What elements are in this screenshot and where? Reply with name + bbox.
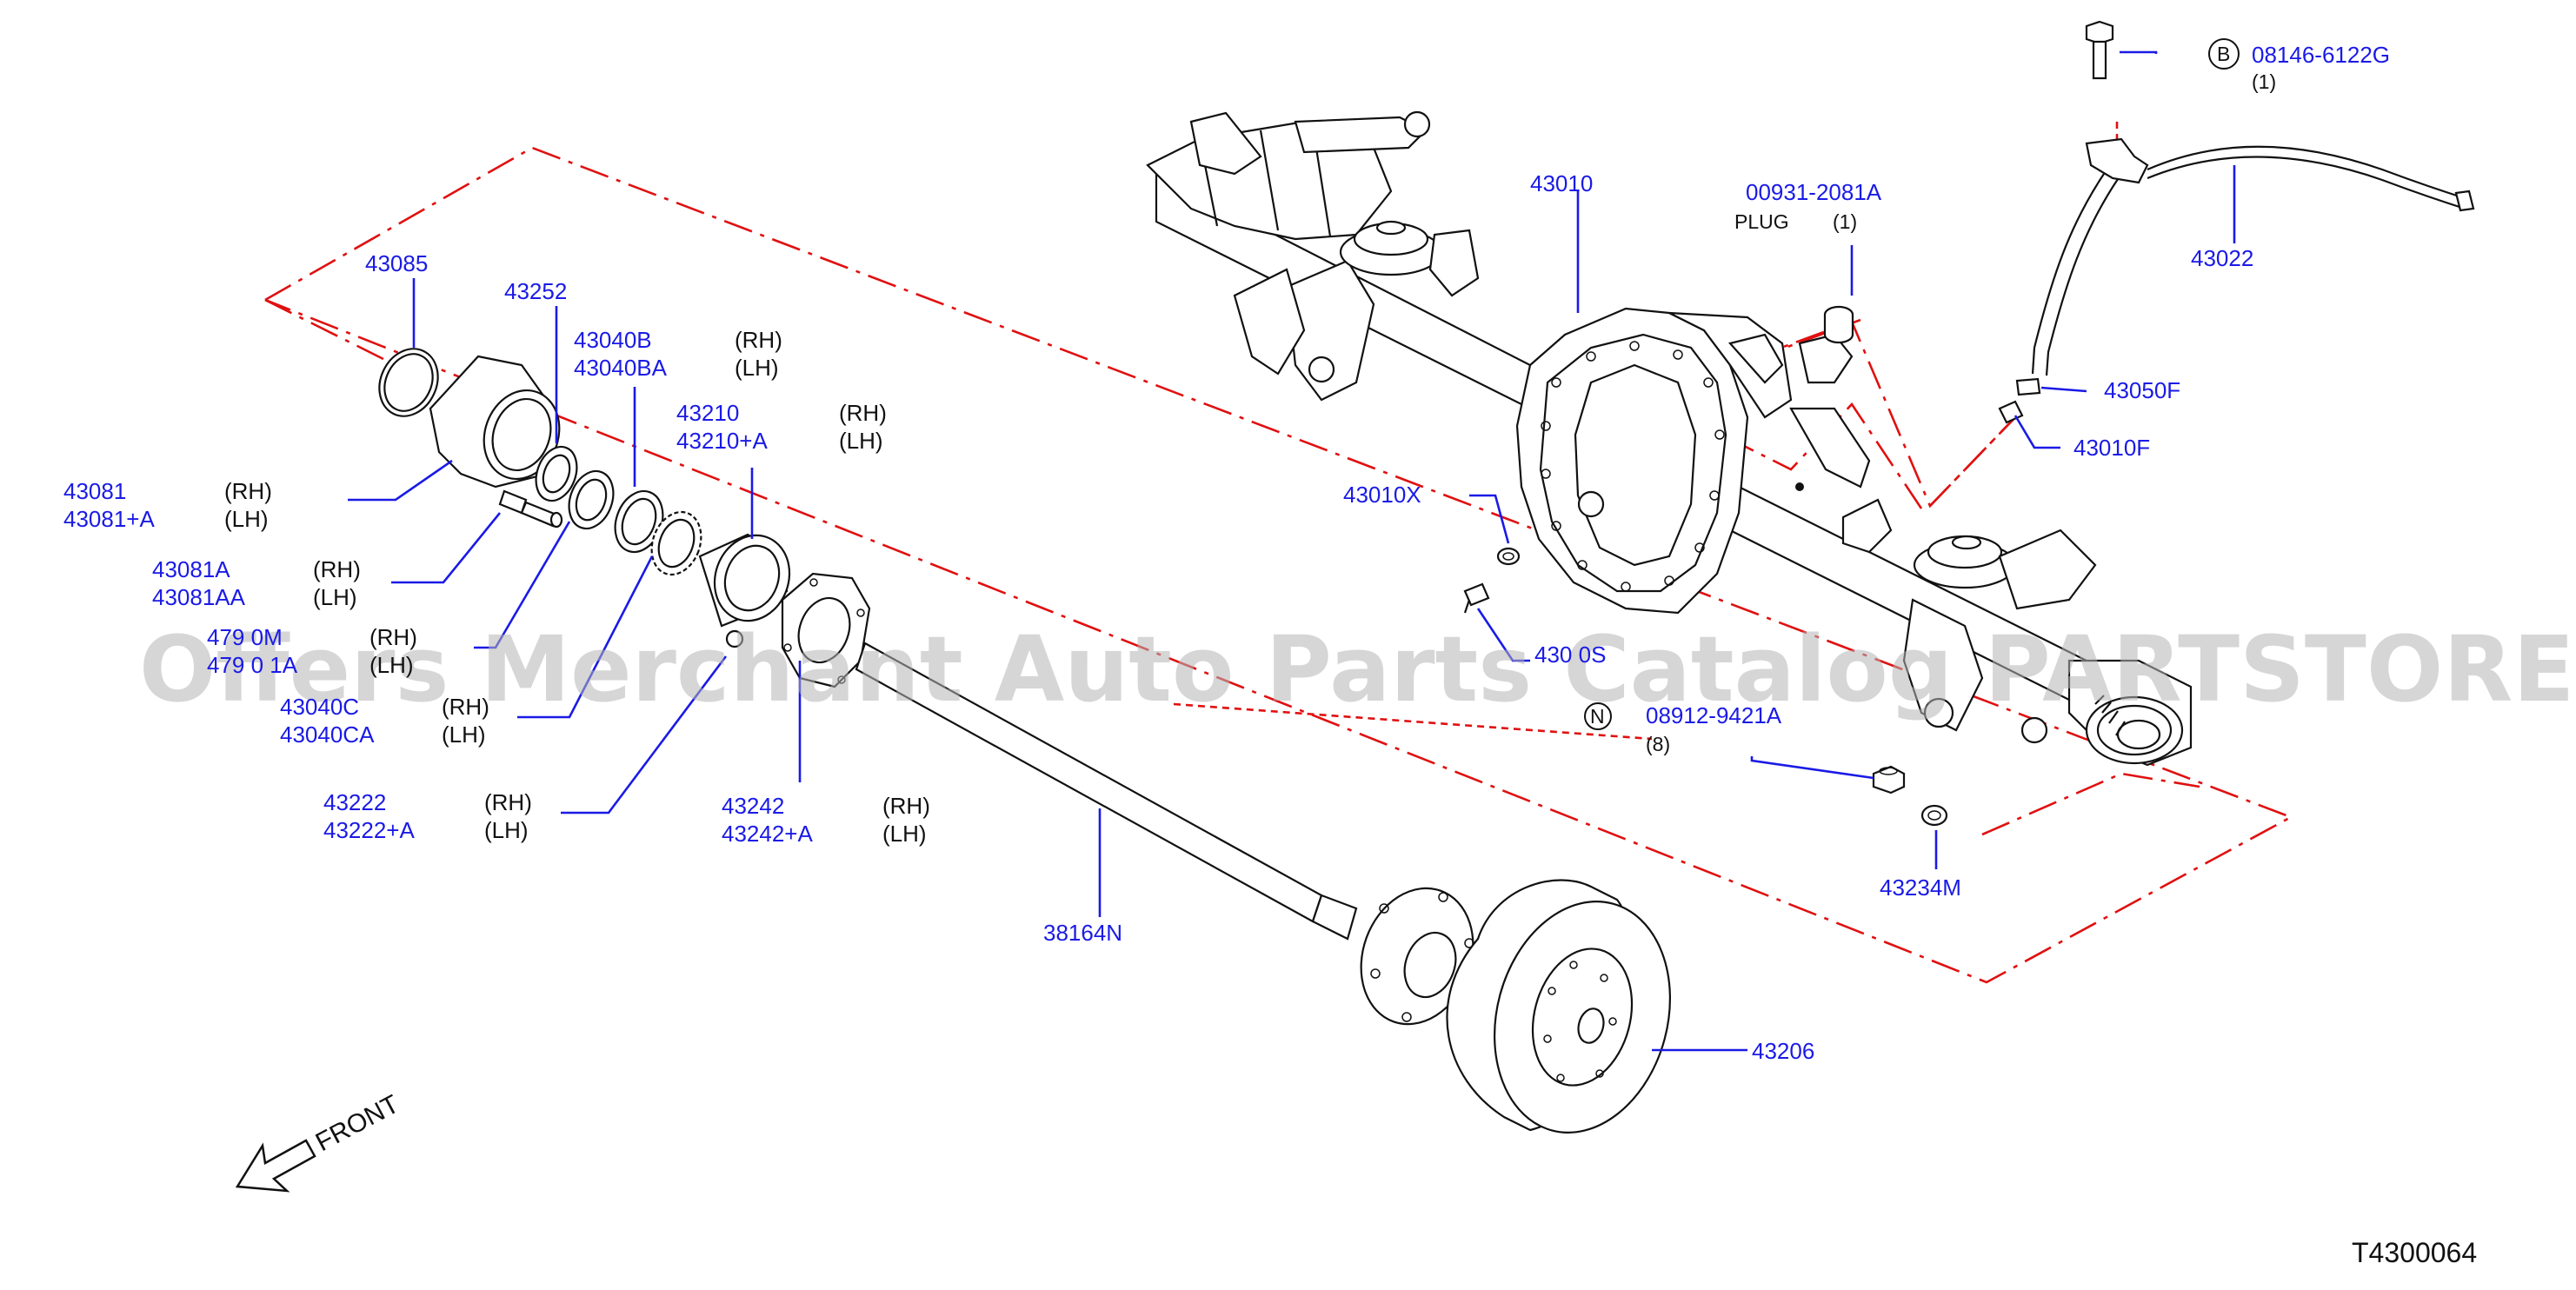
label-43010X[interactable]: 43010X (1343, 482, 1421, 508)
label-rh: (RH) (839, 400, 887, 426)
label-lh: (LH) (839, 428, 883, 454)
label-38164N[interactable]: 38164N (1043, 920, 1122, 946)
label-00931-2081A[interactable]: 00931-2081A (1746, 179, 1882, 205)
label-lh: (LH) (369, 652, 414, 678)
label-lh: (LH) (484, 817, 529, 843)
label-rh: (RH) (313, 556, 361, 582)
label-43222[interactable]: 43222 (323, 789, 386, 815)
label-plug: PLUG (1734, 210, 1789, 233)
label-08912-9421A[interactable]: 08912-9421A (1646, 702, 1782, 728)
b-symbol-letter: B (2217, 43, 2230, 65)
label-lh: (LH) (735, 355, 779, 381)
label-43081[interactable]: 43081 (63, 478, 126, 504)
label-rh: (RH) (224, 478, 272, 504)
label-rh: (RH) (735, 327, 782, 353)
n-symbol-icon (1584, 702, 1612, 730)
label-rh: (RH) (442, 694, 489, 720)
label-rh: (RH) (882, 793, 930, 819)
diagram-code: T4300064 (2352, 1237, 2477, 1268)
label-lh: (LH) (313, 584, 357, 610)
label-43010S[interactable]: 430 0S (1534, 642, 1606, 668)
label-43010[interactable]: 43010 (1530, 170, 1593, 196)
n-symbol-letter: N (1590, 705, 1605, 728)
label-43081AA[interactable]: 43081AA (152, 584, 246, 610)
label-lh: (LH) (224, 506, 269, 532)
label-lh: (LH) (882, 821, 927, 847)
label-qty-1: (1) (2252, 70, 2276, 93)
label-43040CA[interactable]: 43040CA (280, 721, 375, 748)
label-43022[interactable]: 43022 (2191, 245, 2253, 271)
label-43242A[interactable]: 43242+A (722, 821, 813, 847)
label-43252[interactable]: 43252 (504, 278, 567, 304)
label-43010F[interactable]: 43010F (2073, 435, 2150, 461)
label-43040C[interactable]: 43040C (280, 694, 359, 720)
label-43206[interactable]: 43206 (1752, 1038, 1814, 1064)
b-symbol-icon (2208, 38, 2240, 70)
label-43040B[interactable]: 43040B (574, 327, 652, 353)
axle-housing-drawing (1146, 110, 2193, 767)
label-43234M[interactable]: 43234M (1880, 874, 1961, 901)
watermark-text: Offers Merchant Auto Parts Catalog PARTS… (139, 616, 2576, 722)
front-arrow-icon (235, 1139, 316, 1193)
label-lh: (LH) (442, 721, 486, 748)
label-qty-8: (8) (1646, 733, 1670, 755)
label-43222A[interactable]: 43222+A (323, 817, 415, 843)
front-direction-indicator: FRONT (235, 1090, 404, 1193)
label-43242[interactable]: 43242 (722, 793, 784, 819)
label-47910M[interactable]: 479 0M (207, 624, 283, 650)
label-rh: (RH) (369, 624, 417, 650)
label-08146-6122G[interactable]: 08146-6122G (2252, 42, 2390, 68)
callout-labels: 43085 43252 43040B (RH) 43040BA (LH) 432… (63, 38, 2390, 1064)
label-rh: (RH) (484, 789, 532, 815)
label-43081A[interactable]: 43081A (152, 556, 230, 582)
front-label: FRONT (311, 1090, 404, 1158)
label-43210A[interactable]: 43210+A (676, 428, 768, 454)
label-43040BA[interactable]: 43040BA (574, 355, 668, 381)
label-43210[interactable]: 43210 (676, 400, 739, 426)
label-43081A-plus[interactable]: 43081+A (63, 506, 155, 532)
label-plug-qty: (1) (1833, 210, 1857, 233)
label-47910MA[interactable]: 479 0 1A (207, 652, 298, 678)
hub-components-drawing (378, 348, 1672, 1134)
plug-and-breather-drawing (1463, 20, 2475, 614)
leader-lines (348, 50, 2236, 1052)
nut-washer-drawing (1872, 765, 1948, 827)
label-43085[interactable]: 43085 (365, 250, 428, 276)
label-43050F[interactable]: 43050F (2104, 377, 2180, 403)
